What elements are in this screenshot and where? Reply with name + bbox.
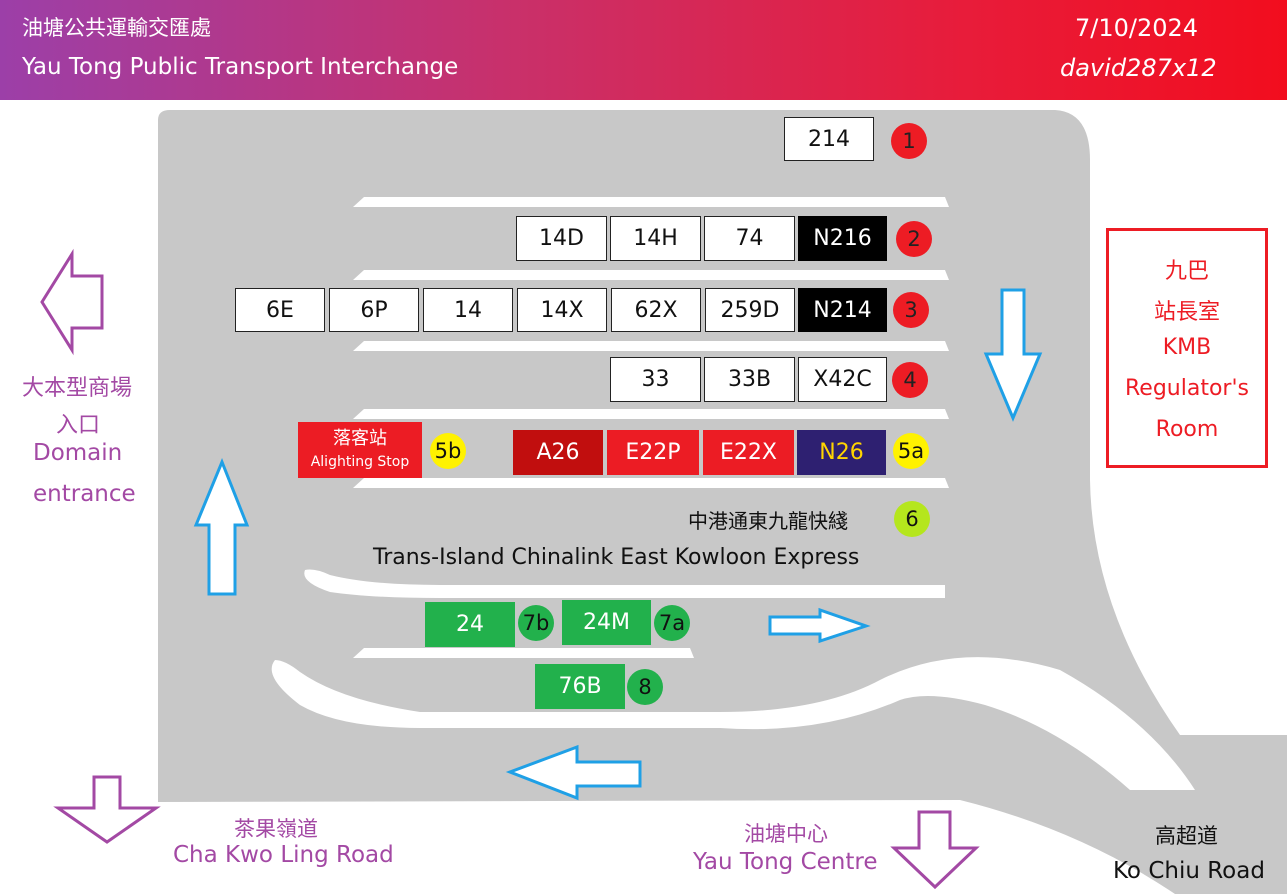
route-box: 62X xyxy=(611,288,701,332)
route-box: A26 xyxy=(513,430,603,475)
kmb-label-en3: Room xyxy=(1155,417,1219,442)
kmb-regulator-room: 九巴 站長室 KMB Regulator's Room xyxy=(1106,228,1268,468)
lane-divider xyxy=(353,341,949,351)
lane-divider xyxy=(353,648,694,658)
yau-tong-centre-zh: 油塘中心 xyxy=(744,822,828,846)
cha-kwo-ling-road-zh: 茶果嶺道 xyxy=(234,817,318,841)
domain-label-zh2: 入口 xyxy=(56,413,101,438)
alighting-stop-zh: 落客站 xyxy=(333,428,387,449)
bay-number: 4 xyxy=(892,362,928,398)
bay-number: 1 xyxy=(891,123,927,159)
bay-number: 6 xyxy=(894,501,930,537)
lane-divider xyxy=(353,409,949,419)
kmb-label-zh2: 站長室 xyxy=(1153,300,1220,325)
kmb-label-en1: KMB xyxy=(1162,335,1212,360)
domain-label-en2: entrance xyxy=(33,481,136,507)
domain-label-zh1: 大本型商場 xyxy=(22,376,133,401)
title-chinese: 油塘公共運輸交匯處 xyxy=(22,16,211,40)
arrow-left-icon xyxy=(40,248,104,356)
bay-number: 2 xyxy=(896,221,932,257)
route-box: 214 xyxy=(784,117,874,161)
route-box: 24M xyxy=(562,600,651,645)
bay-number: 5a xyxy=(893,433,929,469)
bay6-name-zh: 中港通東九龍快綫 xyxy=(688,509,848,533)
road-island xyxy=(271,657,1195,790)
lane-divider xyxy=(353,270,949,280)
bay-number: 8 xyxy=(627,669,663,705)
arrow-right-icon xyxy=(768,607,871,644)
arrow-left-icon xyxy=(505,744,642,801)
route-box: E22P xyxy=(607,430,699,475)
cha-kwo-ling-road-en: Cha Kwo Ling Road xyxy=(173,842,394,868)
route-box: 76B xyxy=(535,664,625,709)
route-box: N26 xyxy=(797,430,886,475)
bay-number: 7b xyxy=(518,605,554,641)
route-box: 24 xyxy=(425,602,515,647)
alighting-stop: 落客站 Alighting Stop xyxy=(298,422,422,478)
arrow-up-icon xyxy=(193,458,250,596)
author-label: david287x12 xyxy=(1060,54,1217,82)
ko-chiu-road-en: Ko Chiu Road xyxy=(1113,858,1265,884)
bay6-name-en: Trans-Island Chinalink East Kowloon Expr… xyxy=(373,545,860,570)
route-box: 33 xyxy=(610,357,701,402)
ko-chiu-road-zh: 高超道 xyxy=(1155,824,1218,848)
route-box: X42C xyxy=(798,357,887,402)
route-box: E22X xyxy=(703,430,794,475)
arrow-down-icon xyxy=(53,775,161,844)
date-label: 7/10/2024 xyxy=(1075,14,1199,42)
route-box: 14X xyxy=(517,288,607,332)
kmb-label-en2: Regulator's xyxy=(1125,376,1249,401)
arrow-down-icon xyxy=(983,288,1043,422)
route-box: 14D xyxy=(516,216,607,261)
route-box: N216 xyxy=(798,216,887,261)
route-box: 6P xyxy=(329,288,419,332)
lane-divider xyxy=(353,197,949,207)
yau-tong-centre-en: Yau Tong Centre xyxy=(693,849,878,875)
route-box: 14H xyxy=(610,216,701,261)
header-banner: 油塘公共運輸交匯處 Yau Tong Public Transport Inte… xyxy=(0,0,1287,100)
bay-number: 5b xyxy=(430,433,466,469)
route-box: N214 xyxy=(798,288,887,332)
route-box: 74 xyxy=(704,216,795,261)
domain-label-en1: Domain xyxy=(33,440,123,466)
alighting-stop-en: Alighting Stop xyxy=(310,454,410,470)
route-box: 259D xyxy=(705,288,795,332)
kmb-label-zh1: 九巴 xyxy=(1164,259,1209,284)
exit-curve xyxy=(304,569,945,598)
route-box: 33B xyxy=(704,357,795,402)
lane-divider xyxy=(353,478,949,488)
title-english: Yau Tong Public Transport Interchange xyxy=(22,54,459,80)
arrow-down-icon xyxy=(890,810,980,890)
route-box: 6E xyxy=(235,288,325,332)
bay-number: 7a xyxy=(654,605,690,641)
bay-number: 3 xyxy=(893,292,929,328)
route-box: 14 xyxy=(423,288,513,332)
